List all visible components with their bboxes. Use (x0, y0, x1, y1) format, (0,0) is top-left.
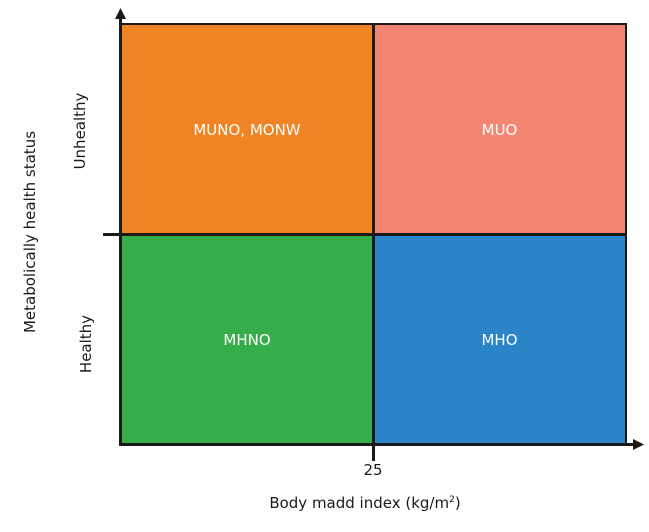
y-axis-line (119, 16, 122, 446)
quadrant-muo: MUO (373, 24, 626, 235)
x-axis-title: Body madd index (kg/m2) (269, 494, 461, 512)
x-axis-line (119, 443, 633, 446)
x-axis-arrow-icon (633, 439, 644, 450)
x-tick-label: 25 (363, 461, 383, 479)
y-label-healthy: Healthy (77, 314, 95, 374)
quadrant-label: MHO (481, 330, 518, 349)
quadrant-mho: MHO (373, 235, 626, 444)
quadrant-label: MUO (481, 120, 518, 139)
vertical-divider (372, 23, 375, 461)
y-label-unhealthy: Unhealthy (71, 92, 89, 170)
quadrant-label: MHNO (223, 330, 271, 349)
y-axis-title: Metabolically health status (21, 130, 39, 334)
quadrant-label: MUNO, MONW (193, 120, 301, 139)
quadrant-mhno: MHNO (121, 235, 373, 444)
y-axis-arrow-icon (115, 8, 126, 19)
horizontal-divider (103, 233, 627, 236)
quadrant-muno-monw: MUNO, MONW (121, 24, 373, 235)
